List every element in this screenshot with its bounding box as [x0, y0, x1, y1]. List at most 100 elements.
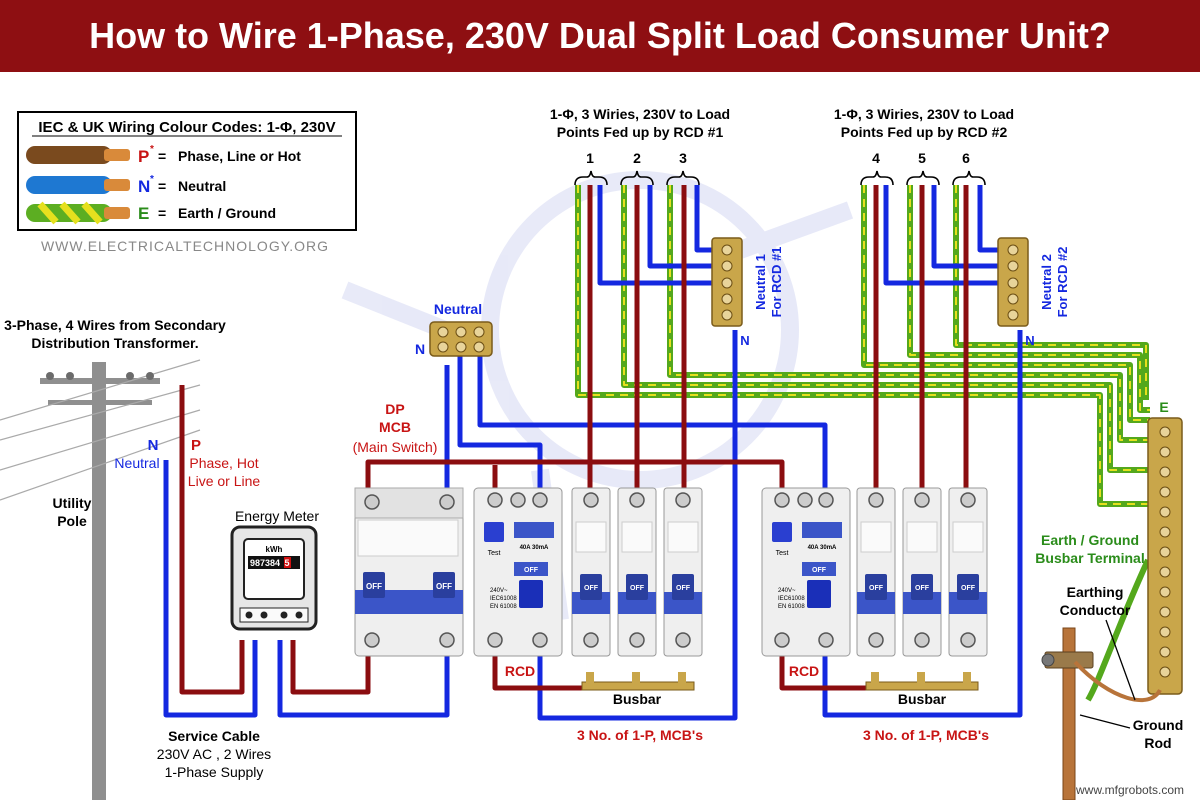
supply-p-letter: P [191, 437, 201, 454]
mcb-5 [902, 487, 942, 657]
neutral-main-label: Neutral [434, 301, 482, 317]
energy-meter-label: Energy Meter [235, 508, 319, 524]
blue-wire-icon [26, 176, 130, 194]
mcb-group-2 [856, 487, 988, 657]
mcb-group-2-label: 3 No. of 1-P, MCB's [863, 727, 989, 743]
svg-text:OFF: OFF [676, 585, 691, 592]
service-cable-label-line3: 1-Phase Supply [165, 764, 264, 780]
green-yellow-wire-icon [26, 201, 130, 225]
neutral-2-letter: N [1025, 333, 1034, 348]
earth-busbar-terminal [1147, 417, 1183, 695]
supply-n-text: Neutral [114, 455, 159, 471]
utility-pole-label-line2: Pole [57, 513, 87, 529]
earthing-conductor-label-line1: Earthing [1067, 584, 1124, 600]
utility-pole-label-line1: Utility [53, 495, 92, 511]
svg-text:OFF: OFF [915, 585, 930, 592]
supply-p-line1: Phase, Hot [189, 455, 258, 471]
dp-mcb-main-switch [354, 487, 464, 657]
earthing-conductor [1073, 660, 1162, 703]
busbar-2 [865, 672, 979, 691]
svg-text:40A 30mA: 40A 30mA [808, 545, 837, 551]
legend-desc-earth: Earth / Ground [178, 205, 276, 221]
wiring-diagram: IEC & UK Wiring Colour Codes: 1-Φ, 230V … [0, 106, 1184, 800]
circuit-2-label: 2 [633, 150, 641, 166]
rcd-2-label: RCD [789, 663, 819, 679]
main-neutral-terminal-block [429, 321, 493, 357]
svg-text:EN 61008: EN 61008 [778, 604, 805, 610]
circuit-6-label: 6 [962, 150, 970, 166]
circuit-braces [574, 170, 986, 186]
svg-text:=: = [158, 148, 166, 164]
svg-text:OFF: OFF [524, 567, 539, 574]
neutral-1-busbar [711, 237, 743, 327]
ground-rod-label-line2: Rod [1144, 735, 1171, 751]
rcd2-load-label-line1: 1-Φ, 3 Wiries, 230V to Load [834, 106, 1014, 122]
circuit-5-label: 5 [918, 150, 926, 166]
svg-text:IEC61008: IEC61008 [778, 596, 805, 602]
dp-mcb-label-line1: DP [385, 401, 404, 417]
earth-letter: E [1159, 399, 1168, 415]
rcd1-load-label-line2: Points Fed up by RCD #1 [557, 124, 724, 140]
svg-text:*: * [150, 174, 154, 185]
neutral-2-label-line2: For RCD #2 [1055, 247, 1070, 318]
mcb-off-labels: OFF OFF OFF OFF OFF OFF [584, 585, 976, 592]
rcd-2 [761, 487, 851, 657]
phase-wires [179, 185, 969, 695]
svg-text:Test: Test [488, 550, 501, 557]
mcb-2 [617, 487, 657, 657]
ground-rod-label-line1: Ground [1133, 717, 1184, 733]
svg-text:OFF: OFF [630, 585, 645, 592]
mcb-6 [948, 487, 988, 657]
energy-meter-digits: 987384 [250, 558, 280, 568]
mcb-group-1-label: 3 No. of 1-P, MCB's [577, 727, 703, 743]
svg-text:=: = [158, 205, 166, 221]
earthing-conductor-label-line2: Conductor [1060, 602, 1131, 618]
utility-pole [0, 359, 201, 800]
neutral-1-letter: N [740, 333, 749, 348]
svg-text:OFF: OFF [869, 585, 884, 592]
rcd2-load-label-line2: Points Fed up by RCD #2 [841, 124, 1008, 140]
energy-meter-unit: kWh [266, 545, 283, 554]
svg-text:OFF: OFF [961, 585, 976, 592]
website-label: WWW.ELECTRICALTECHNOLOGY.ORG [41, 238, 329, 254]
svg-text:Test: Test [776, 550, 789, 557]
wiring-colour-legend: IEC & UK Wiring Colour Codes: 1-Φ, 230V … [17, 111, 357, 231]
mcb-3 [663, 487, 703, 657]
svg-text:OFF: OFF [366, 582, 382, 591]
legend-symbol-e: E [138, 204, 149, 223]
svg-text:*: * [150, 144, 154, 155]
legend-heading: IEC & UK Wiring Colour Codes: 1-Φ, 230V [38, 119, 335, 136]
rcd-1-label: RCD [505, 663, 535, 679]
circuit-1-label: 1 [586, 150, 594, 166]
busbar-1-label: Busbar [613, 691, 662, 707]
neutral-2-label-line1: Neutral 2 [1039, 254, 1054, 310]
earth-busbar-label-line2: Busbar Terminal [1035, 550, 1144, 566]
svg-text:240V~: 240V~ [490, 588, 508, 594]
legend-desc-neutral: Neutral [178, 178, 226, 194]
transformer-label-line2: Distribution Transformer. [31, 335, 198, 351]
busbar-1 [581, 672, 695, 691]
supply-n-letter: N [148, 437, 159, 454]
rcd1-load-label-line1: 1-Φ, 3 Wiries, 230V to Load [550, 106, 730, 122]
svg-text:240V~: 240V~ [778, 588, 796, 594]
legend-symbol-n: N [138, 177, 150, 196]
dp-mcb-label-line2: MCB [379, 419, 411, 435]
earthing-conductor-pointer [1105, 619, 1136, 701]
watermark-label: www.mfgrobots.com [1075, 783, 1184, 797]
svg-text:OFF: OFF [584, 585, 599, 592]
neutral-1-label-line1: Neutral 1 [753, 254, 768, 310]
svg-text:OFF: OFF [436, 582, 452, 591]
service-cable-label-line2: 230V AC , 2 Wires [157, 746, 271, 762]
energy-meter-last-digit: 5 [284, 558, 289, 568]
svg-text:=: = [158, 178, 166, 194]
service-cable-label-line1: Service Cable [168, 728, 260, 744]
svg-text:40A 30mA: 40A 30mA [520, 545, 549, 551]
legend-symbol-p: P [138, 147, 149, 166]
ground-rod [1041, 627, 1094, 800]
supply-p-line2: Live or Line [188, 473, 261, 489]
circuit-3-label: 3 [679, 150, 687, 166]
ground-rod-pointer [1079, 714, 1131, 729]
legend-desc-phase: Phase, Line or Hot [178, 148, 301, 164]
rcd-1 [473, 487, 563, 657]
circuit-4-label: 4 [872, 150, 880, 166]
